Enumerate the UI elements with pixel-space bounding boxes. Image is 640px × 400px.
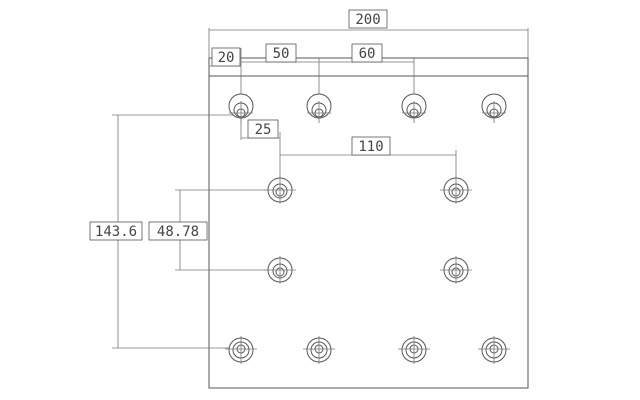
dim-label-inner-offset: 25 bbox=[255, 122, 272, 138]
hole-row-middle-upper bbox=[264, 176, 472, 204]
hole bbox=[481, 93, 507, 123]
dimension-top-spacing-1: 50 bbox=[241, 43, 320, 100]
dimension-top-spacing-2: 60 bbox=[319, 43, 415, 100]
dim-label-width-total: 200 bbox=[355, 12, 380, 28]
dim-label-top-offset: 20 bbox=[218, 50, 235, 66]
hole bbox=[401, 93, 427, 123]
dimension-height-total: 143.6 bbox=[89, 114, 241, 349]
hole bbox=[440, 176, 472, 204]
dimension-top-offset: 20 bbox=[209, 47, 242, 100]
hole-row-top bbox=[228, 93, 507, 123]
dim-label-inner-spacing: 110 bbox=[358, 139, 383, 155]
dim-label-top-spacing-2: 60 bbox=[359, 46, 376, 62]
dim-label-inner-height: 48.78 bbox=[157, 224, 199, 240]
hole bbox=[303, 336, 335, 364]
hole bbox=[228, 93, 254, 123]
hole bbox=[264, 256, 296, 284]
hole bbox=[478, 336, 510, 364]
plate-outline bbox=[208, 57, 529, 389]
dimension-inner-offset: 25 bbox=[240, 100, 281, 186]
hole bbox=[440, 256, 472, 284]
dim-label-height-total: 143.6 bbox=[95, 224, 137, 240]
dim-label-top-spacing-1: 50 bbox=[273, 46, 290, 62]
hole bbox=[264, 176, 296, 204]
hole-row-middle-lower bbox=[264, 256, 472, 284]
dimension-inner-height: 48.78 bbox=[148, 189, 280, 271]
hole bbox=[306, 93, 332, 123]
hole bbox=[225, 336, 257, 364]
dimension-width-total: 200 bbox=[208, 9, 529, 58]
hole-row-bottom bbox=[225, 336, 510, 364]
hole bbox=[398, 336, 430, 364]
dimension-inner-spacing: 110 bbox=[280, 136, 457, 186]
